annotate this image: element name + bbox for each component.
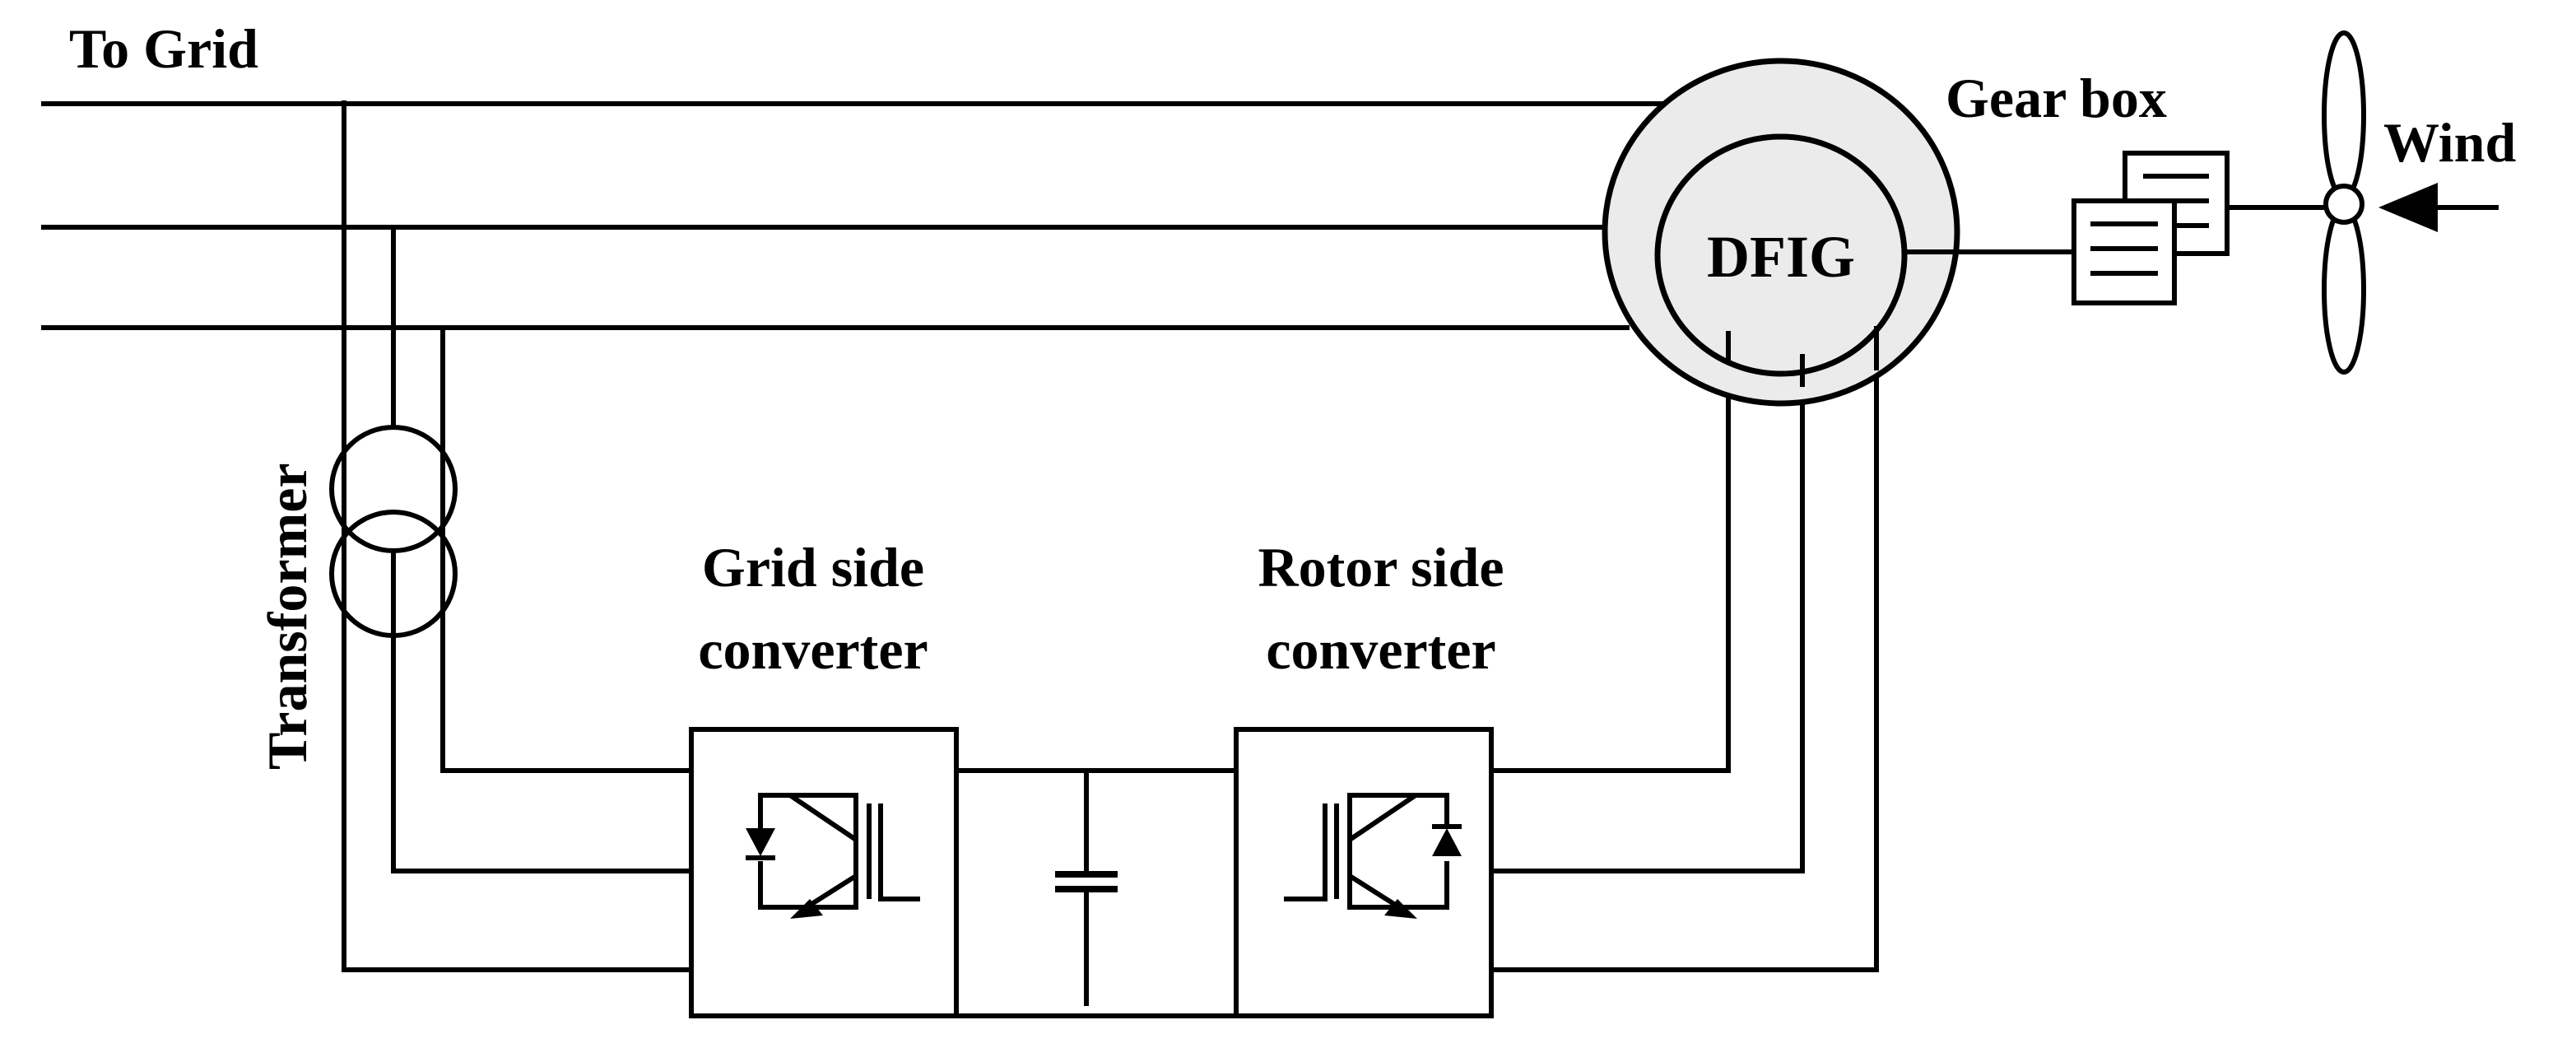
rotor-side-converter-label-1: Rotor side: [1258, 536, 1504, 599]
rotor-phase-b: [1491, 354, 1805, 873]
dfig-machine: DFIG: [1602, 58, 1960, 407]
grid-side-igbt-icon: [746, 793, 920, 919]
grid-side-converter-box: [689, 727, 959, 1018]
rotor-phase-c: [1491, 326, 1879, 972]
wind-label: Wind: [2383, 111, 2516, 174]
feeder-phase-b: [391, 227, 691, 873]
transformer-symbol: [329, 412, 458, 659]
rotor-side-converter-box: [1234, 727, 1494, 1018]
rotor-side-igbt-icon: [1284, 793, 1462, 919]
rotor-phase-a: [1491, 329, 1731, 773]
grid-bus: [41, 101, 1695, 330]
rotor-feeders: [1491, 326, 1879, 972]
transformer-secondary-coil: [329, 510, 458, 638]
feeder-phase-c: [440, 328, 691, 773]
dfig-rotor: [1654, 133, 1908, 377]
dc-link: [956, 768, 1236, 1018]
gear-box-label: Gear box: [1946, 67, 2167, 129]
rotor-side-converter: [1234, 727, 1494, 1018]
to-grid-label: To Grid: [69, 17, 258, 80]
dfig-label: DFIG: [1707, 224, 1855, 290]
transformer-label: Transformer: [256, 463, 319, 770]
grid-side-converter-label-2: converter: [698, 618, 928, 681]
wind-arrow-icon: [2378, 183, 2499, 232]
grid-side-converter-label-1: Grid side: [702, 536, 924, 599]
grid-side-converter: [689, 727, 959, 1018]
turbine-blades-icon: [2322, 30, 2366, 375]
gearbox-icon: [2071, 151, 2230, 305]
feeder-phase-a: [342, 100, 691, 972]
rotor-side-converter-label-2: converter: [1266, 618, 1495, 681]
